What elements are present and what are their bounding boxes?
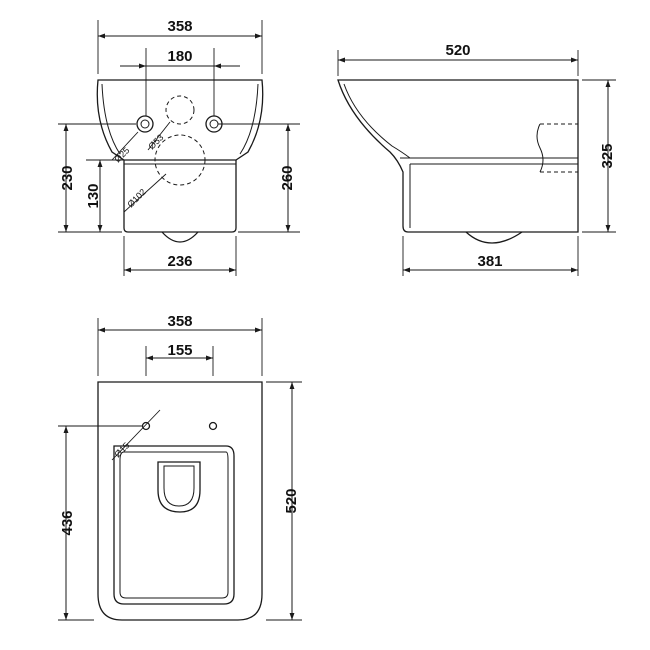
plan-view: Ø15 358 155 520 436 [58, 313, 302, 621]
side-view: 520 381 325 [337, 42, 616, 276]
plan-length-label: 520 [283, 488, 300, 513]
front-view: Ø25 Ø53 Ø102 358 180 236 260 230 130 [58, 18, 300, 276]
side-base-depth-label: 381 [477, 253, 502, 270]
front-base-width-label: 236 [167, 253, 192, 270]
side-height-label: 325 [599, 143, 616, 168]
front-outlet-dia-label: Ø102 [125, 187, 148, 210]
side-projection-label: 520 [445, 42, 470, 59]
front-width-label: 358 [167, 18, 192, 35]
front-height-label: 260 [279, 165, 296, 190]
plan-hole-front-label: 436 [59, 510, 76, 535]
front-fixing-height-label: 230 [59, 165, 76, 190]
front-inlet-dia-label: Ø25 [112, 145, 131, 164]
front-outlet-height-label: 130 [85, 183, 102, 208]
front-inlet-centres-label: 180 [167, 48, 192, 65]
plan-fixing-centres-label: 155 [167, 342, 192, 359]
front-inlet2-dia-label: Ø53 [146, 132, 165, 151]
plan-width-label: 358 [167, 313, 192, 330]
